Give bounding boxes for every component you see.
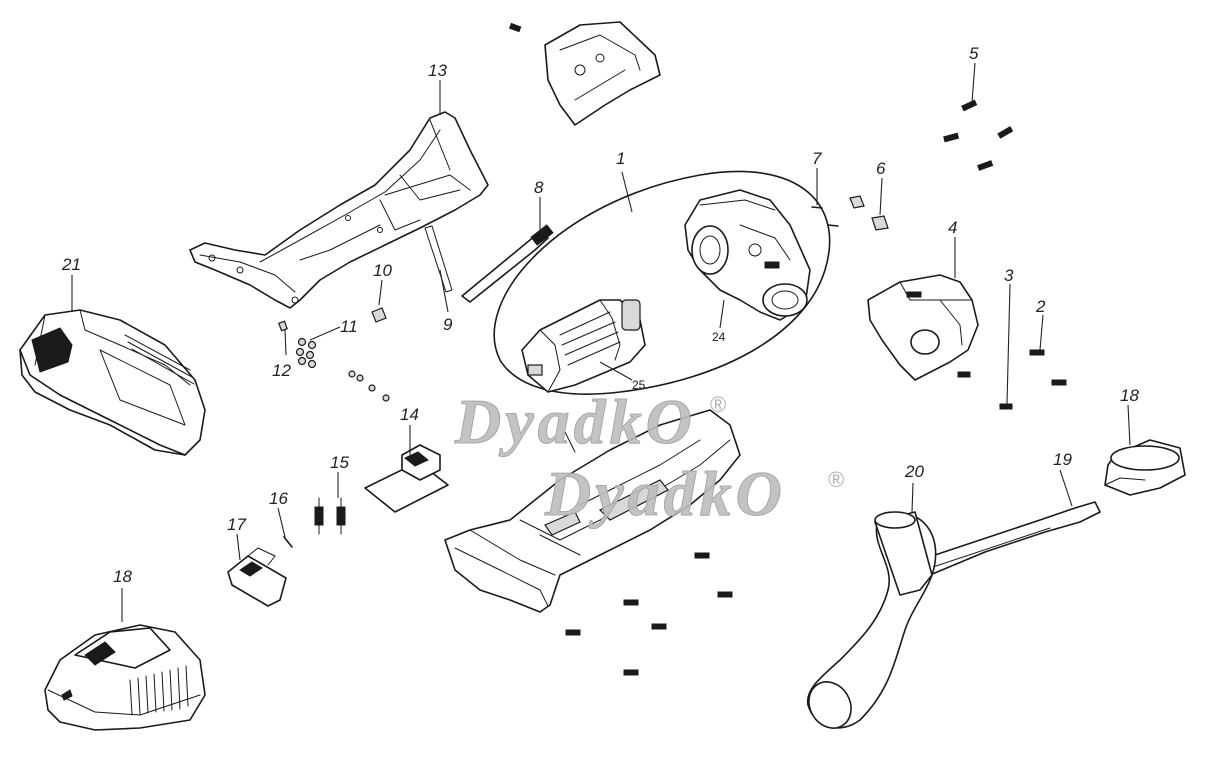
charger-vents xyxy=(129,665,189,716)
label-4: 4 xyxy=(948,218,957,237)
part-9-strip xyxy=(424,225,453,293)
label-20: 20 xyxy=(904,462,924,481)
label-11: 11 xyxy=(340,317,358,336)
label-2: 2 xyxy=(1035,297,1046,316)
label-19: 19 xyxy=(1053,450,1072,469)
part-13-upper-housing xyxy=(189,111,489,309)
label-25: 25 xyxy=(632,378,646,392)
parts-10-11-12-small-hardware xyxy=(278,307,390,402)
label-9: 9 xyxy=(443,315,453,334)
part-5-screws xyxy=(943,99,1014,171)
label-1: 1 xyxy=(616,149,625,168)
label-5: 5 xyxy=(969,44,979,63)
part-24-gearbox xyxy=(684,189,811,321)
part-2-screws xyxy=(1029,349,1067,386)
part-3-screw xyxy=(999,403,1013,410)
watermark-registered-1: ® xyxy=(710,392,726,417)
leader-lines xyxy=(71,62,1131,622)
part-19-extension-tube xyxy=(919,501,1101,576)
label-24: 24 xyxy=(712,330,726,344)
part-top-bracket xyxy=(508,21,661,126)
part-25-motor xyxy=(521,299,646,393)
label-18-nozzle: 18 xyxy=(1120,386,1139,405)
label-17: 17 xyxy=(227,515,246,534)
watermark-text-1: DyadkO xyxy=(454,386,696,457)
part-18-nozzle xyxy=(1104,439,1186,496)
part-lower-housing xyxy=(444,409,741,613)
label-15: 15 xyxy=(330,453,349,472)
part-8-switch-rod xyxy=(461,224,554,303)
part-18-charger xyxy=(44,624,206,731)
part-6-blocks xyxy=(849,195,889,231)
label-12: 12 xyxy=(272,361,291,380)
part-4-front-housing xyxy=(867,274,979,381)
label-18-charger: 18 xyxy=(113,567,132,586)
label-7: 7 xyxy=(812,149,822,168)
part-7-pin xyxy=(811,206,839,227)
part-20-curved-hose xyxy=(806,511,937,729)
label-14: 14 xyxy=(400,405,419,424)
label-8: 8 xyxy=(534,178,544,197)
label-13: 13 xyxy=(428,61,447,80)
part-16-pin xyxy=(283,536,293,548)
part-17-connector-block xyxy=(227,547,287,607)
part-14-switch-plate xyxy=(364,444,449,513)
label-16: 16 xyxy=(269,489,288,508)
part-15-springs xyxy=(314,497,346,535)
label-21: 21 xyxy=(61,255,81,274)
label-10: 10 xyxy=(373,261,392,280)
watermark-registered-2: ® xyxy=(828,467,844,492)
watermark: DyadkO ® DyadkO ® xyxy=(454,386,845,530)
label-3: 3 xyxy=(1004,266,1014,285)
lower-housing-screws xyxy=(565,552,733,676)
assembly-1-motor-gearbox xyxy=(493,170,831,395)
watermark-text-2: DyadkO xyxy=(544,458,786,529)
part-21-battery-pack xyxy=(19,309,206,456)
label-6: 6 xyxy=(876,159,886,178)
part-labels: 1 2 3 4 5 6 7 8 9 10 11 12 13 14 15 16 1… xyxy=(61,44,1139,586)
